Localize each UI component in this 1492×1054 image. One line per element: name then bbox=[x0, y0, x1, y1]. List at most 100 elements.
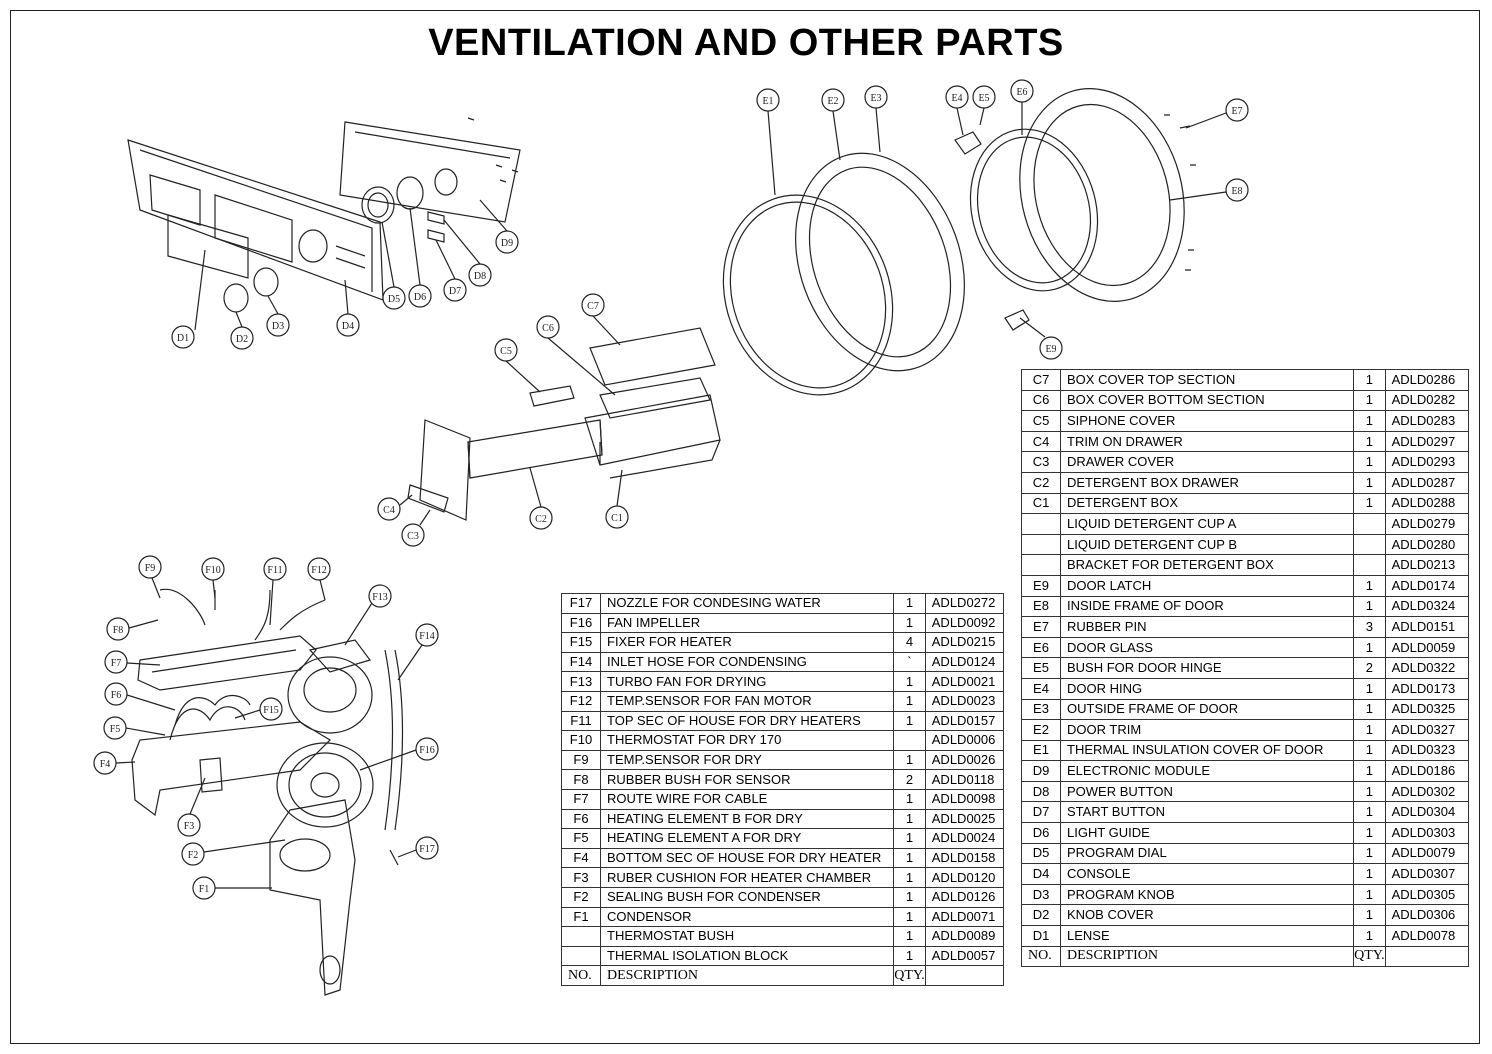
part-number: F15 bbox=[561, 632, 601, 653]
callout-f14: F14 bbox=[397, 623, 439, 681]
part-description: DOOR LATCH bbox=[1059, 574, 1355, 597]
svg-text:F5: F5 bbox=[110, 724, 121, 735]
part-description: RUBBER PIN bbox=[1059, 616, 1355, 638]
part-code: ADLD0279 bbox=[1384, 513, 1470, 535]
svg-text:F12: F12 bbox=[311, 565, 327, 576]
part-number: F9 bbox=[561, 749, 601, 771]
part-description: TURBO FAN FOR DRYING bbox=[599, 671, 895, 692]
part-number: F3 bbox=[561, 867, 601, 888]
callout-d1: D1 bbox=[171, 249, 206, 349]
page-title: VENTILATION AND OTHER PARTS bbox=[428, 22, 1064, 64]
part-description: POWER BUTTON bbox=[1059, 780, 1355, 803]
part-qty: 1 bbox=[1353, 760, 1386, 782]
callout-c2: C2 bbox=[529, 467, 553, 530]
part-description: KNOB COVER bbox=[1059, 904, 1355, 927]
part-number bbox=[561, 945, 601, 967]
svg-text:C6: C6 bbox=[542, 323, 554, 334]
part-code: ADLD0078 bbox=[1384, 925, 1470, 947]
part-description: ELECTRONIC MODULE bbox=[1059, 760, 1355, 782]
part-code: ADLD0157 bbox=[924, 710, 1005, 732]
part-code: ADLD0023 bbox=[924, 690, 1005, 712]
callout-f6: F6 bbox=[104, 682, 176, 711]
part-qty: 1 bbox=[1353, 492, 1386, 515]
svg-text:F13: F13 bbox=[372, 592, 388, 603]
callout-d2: D2 bbox=[230, 311, 254, 350]
callout-f10: F10 bbox=[201, 557, 225, 599]
svg-text:D8: D8 bbox=[474, 271, 486, 282]
part-description: RUBER CUSHION FOR HEATER CHAMBER bbox=[599, 867, 895, 888]
part-code: ADLD0323 bbox=[1384, 739, 1470, 762]
part-number: E8 bbox=[1021, 595, 1061, 618]
part-code: ADLD0287 bbox=[1384, 471, 1470, 494]
part-qty: 1 bbox=[1353, 780, 1386, 803]
part-number: F7 bbox=[561, 788, 601, 810]
svg-text:D6: D6 bbox=[414, 292, 426, 303]
callout-f11: F11 bbox=[263, 557, 287, 626]
part-qty: 1 bbox=[1353, 677, 1386, 700]
part-qty: 1 bbox=[1353, 863, 1386, 885]
part-code: ADLD0021 bbox=[924, 671, 1005, 692]
svg-text:C3: C3 bbox=[407, 531, 419, 542]
part-number: C2 bbox=[1021, 471, 1061, 494]
part-qty: 1 bbox=[1353, 636, 1386, 659]
part-qty: 2 bbox=[893, 769, 926, 790]
svg-text:F7: F7 bbox=[111, 658, 122, 669]
part-number: C6 bbox=[1021, 389, 1061, 412]
svg-text:D7: D7 bbox=[449, 286, 461, 297]
part-code: ADLD0024 bbox=[924, 828, 1005, 849]
header-no: NO. bbox=[1021, 945, 1061, 968]
part-qty: 1 bbox=[1353, 822, 1386, 844]
callout-d3: D3 bbox=[266, 295, 290, 337]
part-number: D3 bbox=[1021, 883, 1061, 906]
svg-text:E5: E5 bbox=[978, 93, 989, 104]
part-description: DOOR GLASS bbox=[1059, 636, 1355, 659]
part-number: F4 bbox=[561, 847, 601, 869]
part-number: F16 bbox=[561, 612, 601, 634]
svg-text:E9: E9 bbox=[1045, 344, 1056, 355]
part-qty: 1 bbox=[893, 808, 926, 830]
callout-f2: F2 bbox=[181, 839, 286, 866]
part-number: C1 bbox=[1021, 492, 1061, 515]
part-description: ROUTE WIRE FOR CABLE bbox=[599, 788, 895, 810]
part-qty: 1 bbox=[1353, 430, 1386, 453]
part-number: C7 bbox=[1021, 369, 1061, 391]
svg-text:F8: F8 bbox=[113, 625, 124, 636]
part-qty: 1 bbox=[1353, 719, 1386, 741]
callout-c5: C5 bbox=[494, 338, 541, 393]
part-qty bbox=[1353, 533, 1386, 556]
part-code: ADLD0071 bbox=[924, 906, 1005, 928]
part-code: ADLD0118 bbox=[924, 769, 1005, 790]
part-code: ADLD0213 bbox=[1384, 554, 1470, 576]
part-number: D6 bbox=[1021, 822, 1061, 844]
svg-text:F2: F2 bbox=[188, 850, 199, 861]
svg-text:F1: F1 bbox=[199, 884, 210, 895]
header-description: DESCRIPTION bbox=[1059, 945, 1355, 968]
part-description: BUSH FOR DOOR HINGE bbox=[1059, 657, 1355, 679]
part-qty: 1 bbox=[1353, 801, 1386, 824]
part-qty: 1 bbox=[1353, 595, 1386, 618]
svg-text:D2: D2 bbox=[236, 334, 248, 345]
part-number bbox=[1021, 533, 1061, 556]
svg-text:F3: F3 bbox=[184, 821, 195, 832]
part-number: F14 bbox=[561, 651, 601, 673]
callout-e4: E4 bbox=[945, 85, 969, 136]
callout-e3: E3 bbox=[864, 85, 888, 153]
